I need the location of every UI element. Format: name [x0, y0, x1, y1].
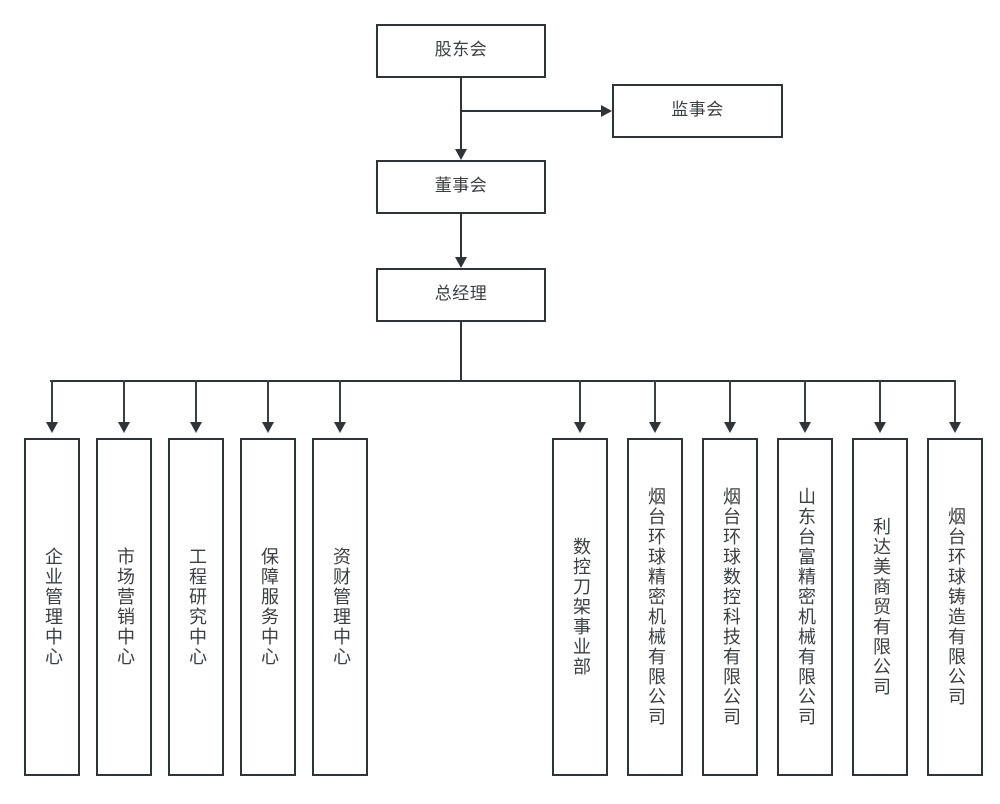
arrowhead-department-4	[262, 422, 274, 433]
arrowhead-department-5	[334, 422, 346, 433]
node-board-of-directors-label: 董事会	[434, 176, 488, 197]
arrowhead-subsidiary-4	[799, 422, 811, 433]
node-subsidiary-5[interactable]: 利达美商贸有限公司	[852, 438, 908, 776]
droplink-subsidiary-2	[654, 380, 656, 423]
connector-shareholders-to-board	[460, 78, 462, 149]
node-department-2[interactable]: 市场营销中心	[96, 438, 152, 776]
node-department-4[interactable]: 保障服务中心	[240, 438, 296, 776]
droplink-subsidiary-1	[579, 380, 581, 423]
distribution-bar	[50, 380, 956, 382]
node-subsidiary-4[interactable]: 山东台富精密机械有限公司	[777, 438, 833, 776]
droplink-department-1	[51, 380, 53, 423]
droplink-department-4	[267, 380, 269, 423]
droplink-department-2	[123, 380, 125, 423]
node-department-5-label: 资财管理中心	[330, 547, 351, 667]
node-board-of-supervisors[interactable]: 监事会	[612, 84, 783, 138]
node-department-3-label: 工程研究中心	[186, 547, 207, 667]
node-board-of-supervisors-label: 监事会	[671, 100, 724, 121]
node-subsidiary-2-label: 烟台环球精密机械有限公司	[645, 487, 666, 727]
droplink-department-3	[195, 380, 197, 423]
node-department-3[interactable]: 工程研究中心	[168, 438, 224, 776]
node-subsidiary-2[interactable]: 烟台环球精密机械有限公司	[627, 438, 683, 776]
node-subsidiary-5-label: 利达美商贸有限公司	[870, 517, 891, 697]
arrowhead-subsidiary-1	[574, 422, 586, 433]
node-general-manager[interactable]: 总经理	[376, 268, 546, 322]
arrowhead-board-to-gm	[455, 257, 467, 268]
node-department-1[interactable]: 企业管理中心	[24, 438, 80, 776]
connector-board-to-gm	[460, 214, 462, 257]
arrowhead-subsidiary-3	[724, 422, 736, 433]
droplink-subsidiary-5	[879, 380, 881, 423]
arrowhead-subsidiary-6	[949, 422, 961, 433]
node-department-1-label: 企业管理中心	[42, 547, 63, 667]
node-shareholders-meeting-label: 股东会	[434, 40, 488, 61]
node-department-5[interactable]: 资财管理中心	[312, 438, 368, 776]
arrowhead-shareholders-to-board	[455, 149, 467, 160]
arrowhead-shareholders-to-supervisors	[601, 105, 612, 117]
node-board-of-directors[interactable]: 董事会	[376, 160, 546, 214]
node-department-2-label: 市场营销中心	[114, 547, 135, 667]
node-subsidiary-4-label: 山东台富精密机械有限公司	[795, 487, 816, 727]
node-shareholders-meeting[interactable]: 股东会	[376, 24, 546, 78]
droplink-subsidiary-4	[804, 380, 806, 423]
arrowhead-department-1	[46, 422, 58, 433]
droplink-subsidiary-3	[729, 380, 731, 423]
node-subsidiary-1-label: 数控刀架事业部	[570, 537, 591, 677]
connector-shareholders-to-supervisors	[460, 110, 602, 112]
connector-gm-to-distribution-bar	[460, 322, 462, 381]
droplink-subsidiary-6	[954, 380, 956, 423]
node-subsidiary-3[interactable]: 烟台环球数控科技有限公司	[702, 438, 758, 776]
node-subsidiary-6-label: 烟台环球铸造有限公司	[945, 507, 966, 707]
node-subsidiary-3-label: 烟台环球数控科技有限公司	[720, 487, 741, 727]
arrowhead-department-3	[190, 422, 202, 433]
node-subsidiary-1[interactable]: 数控刀架事业部	[552, 438, 608, 776]
node-department-4-label: 保障服务中心	[258, 547, 279, 667]
node-general-manager-label: 总经理	[434, 284, 488, 305]
droplink-department-5	[339, 380, 341, 423]
arrowhead-subsidiary-5	[874, 422, 886, 433]
arrowhead-subsidiary-2	[649, 422, 661, 433]
arrowhead-department-2	[118, 422, 130, 433]
node-subsidiary-6[interactable]: 烟台环球铸造有限公司	[927, 438, 983, 776]
